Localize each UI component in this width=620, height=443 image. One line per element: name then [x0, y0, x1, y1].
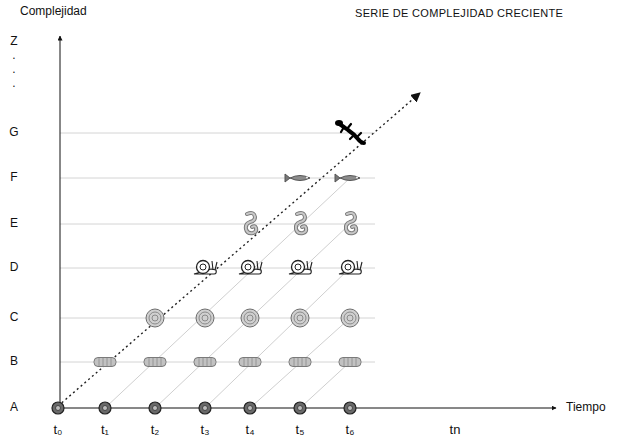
axis-title: Complejidad: [20, 5, 87, 18]
ammonite-icon: [146, 309, 164, 327]
protist-icon: [244, 402, 256, 414]
y-axis: [60, 36, 61, 412]
worm-icon: [94, 358, 116, 367]
lizard-icon: [335, 120, 364, 143]
time-label: t₄: [246, 423, 255, 437]
snail-icon: [239, 261, 262, 275]
snail-icon: [194, 261, 217, 275]
protist-icon: [294, 402, 306, 414]
worm-icon: [289, 358, 311, 367]
protist-icon: [99, 402, 111, 414]
time-label: t₅: [296, 423, 305, 437]
level-line: [60, 178, 375, 179]
ammonite-icon: [291, 309, 309, 327]
time-label: t₂: [151, 423, 160, 437]
snail-icon: [289, 261, 312, 275]
level-line: [60, 133, 375, 134]
worm-icon: [339, 358, 361, 367]
level-line: [60, 224, 375, 225]
time-label: t₆: [346, 423, 355, 437]
diagram-title: SERIE DE COMPLEJIDAD CRECIENTE: [355, 7, 563, 19]
time-label: t₁: [101, 423, 109, 437]
level-label: .: [12, 63, 15, 76]
seahorse-icon: [296, 213, 306, 233]
fish-icon: [285, 174, 310, 182]
time-label: tn: [450, 423, 461, 437]
protist-icon: [52, 402, 64, 414]
time-label: t₃: [201, 423, 210, 437]
level-label: C: [10, 311, 19, 324]
worm-icon: [144, 358, 166, 367]
protist-icon: [199, 402, 211, 414]
level-label: F: [10, 171, 17, 184]
fish-icon: [335, 174, 360, 182]
time-label: t₀: [53, 423, 62, 437]
axis-title: Tiempo: [566, 401, 606, 414]
level-label: .: [12, 49, 15, 62]
level-label: E: [10, 217, 18, 230]
organism-icons: [52, 120, 364, 414]
level-label: A: [10, 401, 18, 414]
snail-icon: [339, 261, 362, 275]
trend-arrow: [58, 93, 420, 406]
seahorse-icon: [246, 213, 256, 233]
diagonal-line: [250, 318, 350, 408]
worm-icon: [239, 358, 261, 367]
ammonite-icon: [241, 309, 259, 327]
diagonal-lines: [105, 178, 350, 408]
diagonal-line: [105, 178, 350, 408]
diagonal-line: [155, 224, 350, 408]
level-label: G: [9, 126, 18, 139]
level-line: [60, 318, 375, 319]
diagonal-line: [300, 362, 350, 408]
seahorse-icon: [346, 213, 356, 233]
ammonite-icon: [341, 309, 359, 327]
grid-lines: [60, 133, 375, 362]
worm-icon: [194, 358, 216, 367]
protist-icon: [149, 402, 161, 414]
ammonite-icon: [196, 309, 214, 327]
level-label: D: [10, 261, 19, 274]
level-label: Z: [10, 35, 17, 48]
diagonal-line: [205, 268, 350, 408]
level-label: .: [12, 77, 15, 90]
level-label: B: [10, 355, 18, 368]
protist-icon: [344, 402, 356, 414]
